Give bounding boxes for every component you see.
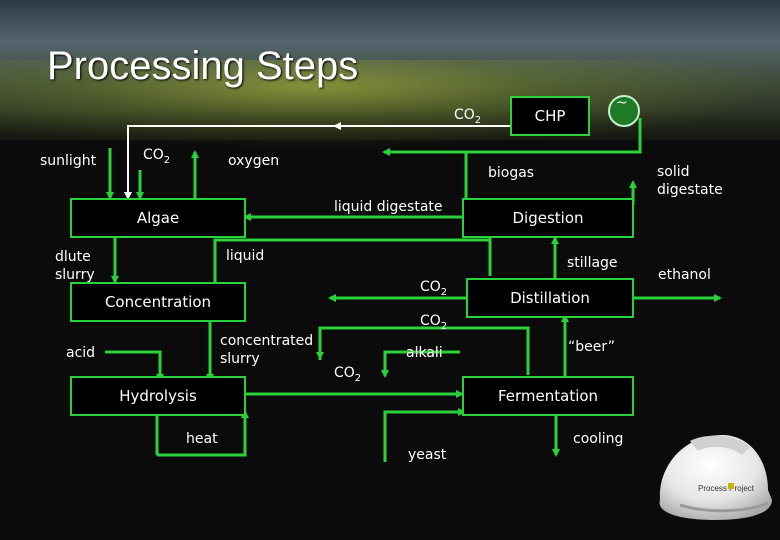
arrow-yeast (383, 410, 462, 462)
node-concentration-label: Concentration (104, 293, 212, 311)
label-beer: “beer” (568, 339, 615, 355)
arrow-liquid (213, 238, 492, 288)
line-chp-to-biogas (466, 118, 642, 154)
label-dilute-slurry: dlute slurry (55, 249, 95, 283)
label-co2-dist-2: CO2 (420, 313, 448, 332)
node-chp-label: CHP (534, 107, 566, 125)
label-co2-lower: CO2 (334, 365, 362, 384)
hard-hat-logo-icon: Process Project (659, 435, 772, 520)
label-yeast: yeast (408, 447, 447, 463)
generator-circle (608, 95, 640, 127)
node-concentration: Concentration (70, 282, 246, 322)
label-stillage: stillage (567, 255, 618, 271)
logo-text: Process Project (698, 484, 755, 493)
node-fermentation-label: Fermentation (497, 387, 599, 405)
node-algae: Algae (70, 198, 246, 238)
node-distillation: Distillation (466, 278, 634, 318)
arrow-acid (105, 350, 164, 382)
label-cooling: cooling (573, 431, 624, 447)
label-heat: heat (186, 431, 218, 447)
label-solid-digestate: solid digestate (657, 164, 723, 198)
label-sunlight: sunlight (40, 153, 97, 169)
generator-symbol: ~ (616, 95, 628, 111)
label-ethanol: ethanol (658, 267, 711, 283)
label-oxygen: oxygen (228, 153, 280, 169)
label-co2-dist-1: CO2 (420, 279, 448, 298)
slide-title: Processing Steps (47, 44, 359, 88)
arrow-alkali-main (381, 350, 460, 378)
arrow-co2-lower (318, 326, 530, 375)
node-digestion: Digestion (462, 198, 634, 238)
label-co2-top: CO2 (454, 107, 482, 126)
label-biogas: biogas (488, 165, 535, 181)
label-liquid: liquid (226, 248, 265, 264)
node-distillation-label: Distillation (510, 289, 590, 307)
node-chp: CHP (510, 96, 590, 136)
node-algae-label: Algae (136, 209, 180, 227)
label-acid: acid (66, 345, 96, 361)
label-alkali: alkali (406, 345, 443, 361)
label-concentrated-slurry: concentrated slurry (220, 333, 314, 367)
node-hydrolysis: Hydrolysis (70, 376, 246, 416)
line-co2-top-down (124, 125, 335, 200)
background-fade (0, 110, 780, 540)
label-co2-algae: CO2 (143, 147, 171, 166)
arrow-heat-loop (157, 410, 249, 457)
arrow-biogas (385, 150, 468, 200)
node-digestion-label: Digestion (512, 209, 584, 227)
node-hydrolysis-label: Hydrolysis (119, 387, 197, 405)
node-fermentation: Fermentation (462, 376, 634, 416)
label-liquid-digestate: liquid digestate (334, 199, 443, 215)
